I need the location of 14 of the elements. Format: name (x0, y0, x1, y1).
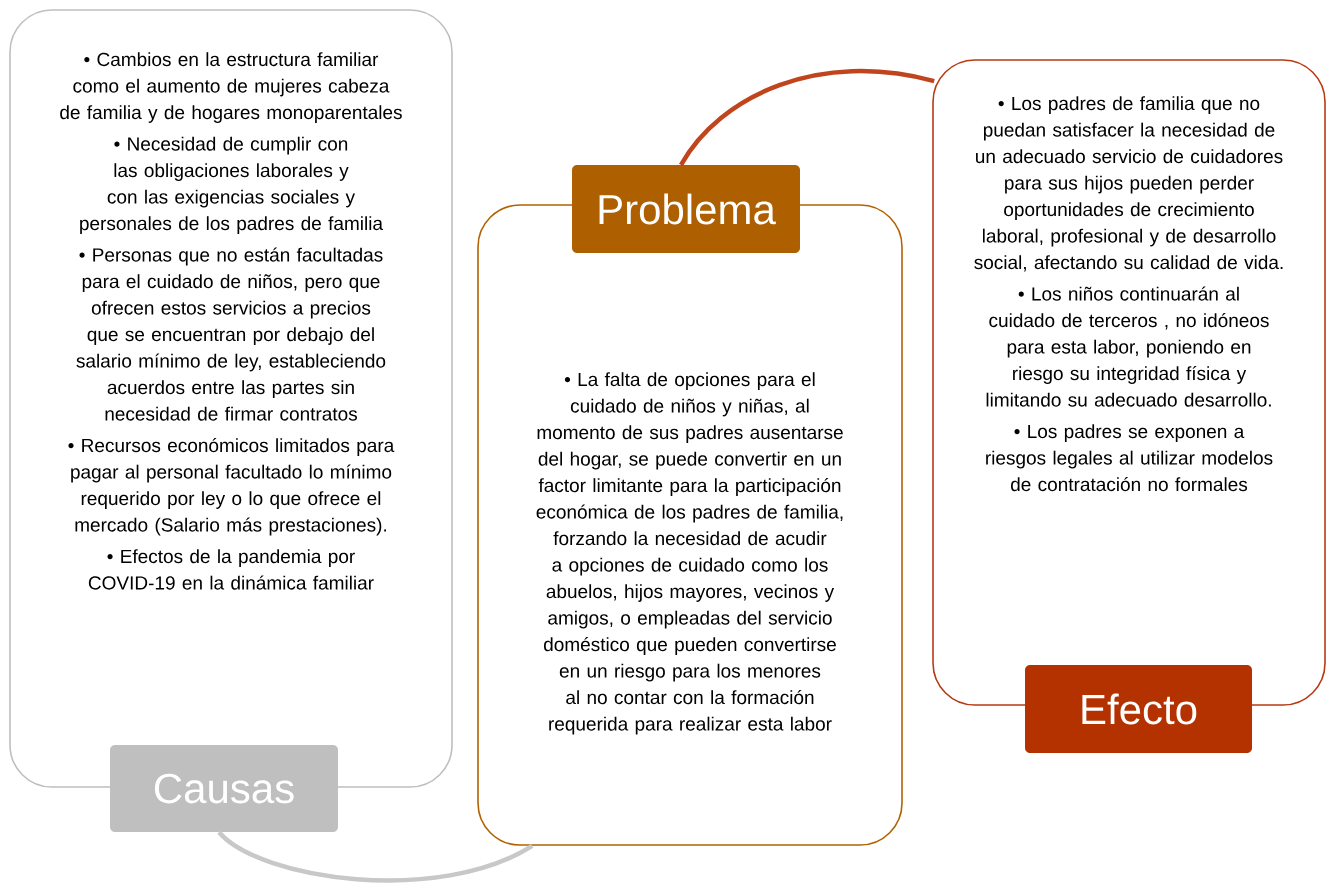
curved-connector (679, 69, 935, 167)
heading-tab: Efecto (1025, 665, 1252, 753)
bullet-item: • Cambios en la estructura familiar como el aumento de mujeres cabeza de familia y de hogares monoparentales (60, 52, 402, 123)
bullet-item: • Recursos económicos limitados para pagar al personal facultado lo mínimo requerido por ley o lo que ofrece el mercado (Salario más prestaciones). (68, 438, 395, 536)
curved-connector (217, 830, 534, 883)
bullet-item: • La falta de opciones para el cuidado de niños y niñas, al momento de sus padres ausentarse del hogar, se puede convertir en un factor limitante para la participación económica de los padres de familia, forzando la necesidad de acudir a opciones de cuidado como los abuelos, hijos mayores, vecinos y amigos, o empleadas del servicio doméstico que pueden convertirse en un riesgo para los menores al no contar con la formación requerida para realizar esta labor (536, 372, 843, 735)
bullet-item: • Los padres se exponen a riesgos legales al utilizar modelos de contratación no formales (986, 424, 1273, 492)
bullet-item: • Los niños continuarán al cuidado de terceros , no idóneos para esta labor, poniendo en riesgo su integridad física y limitando su adecuado desarrollo. (986, 286, 1271, 407)
bullet-item: • Efectos de la pandemia por COVID-19 en la dinámica familiar (88, 549, 374, 590)
bullet-item: • Necesidad de cumplir con las obligaciones laborales y con las exigencias sociales y personales de los padres de familia (80, 136, 383, 234)
bullet-item: • Personas que no están facultadas para el cuidado de niños, pero que ofrecen estos servicios a precios que se encuentran por debajo del salario mínimo de ley, estableciendo acuerdos entre las partes sin necesidad de firmar contratos (76, 247, 386, 421)
heading-tab: Problema (572, 165, 800, 253)
bullet-item: • Los padres de familia que no puedan satisfacer la necesidad de un adecuado servicio de cuidadores para sus hijos pueden perder oportunidades de crecimiento laboral, profesional y de desarrollo social, afectando su calidad de vida. (974, 96, 1283, 272)
heading-tab: Causas (110, 745, 338, 832)
